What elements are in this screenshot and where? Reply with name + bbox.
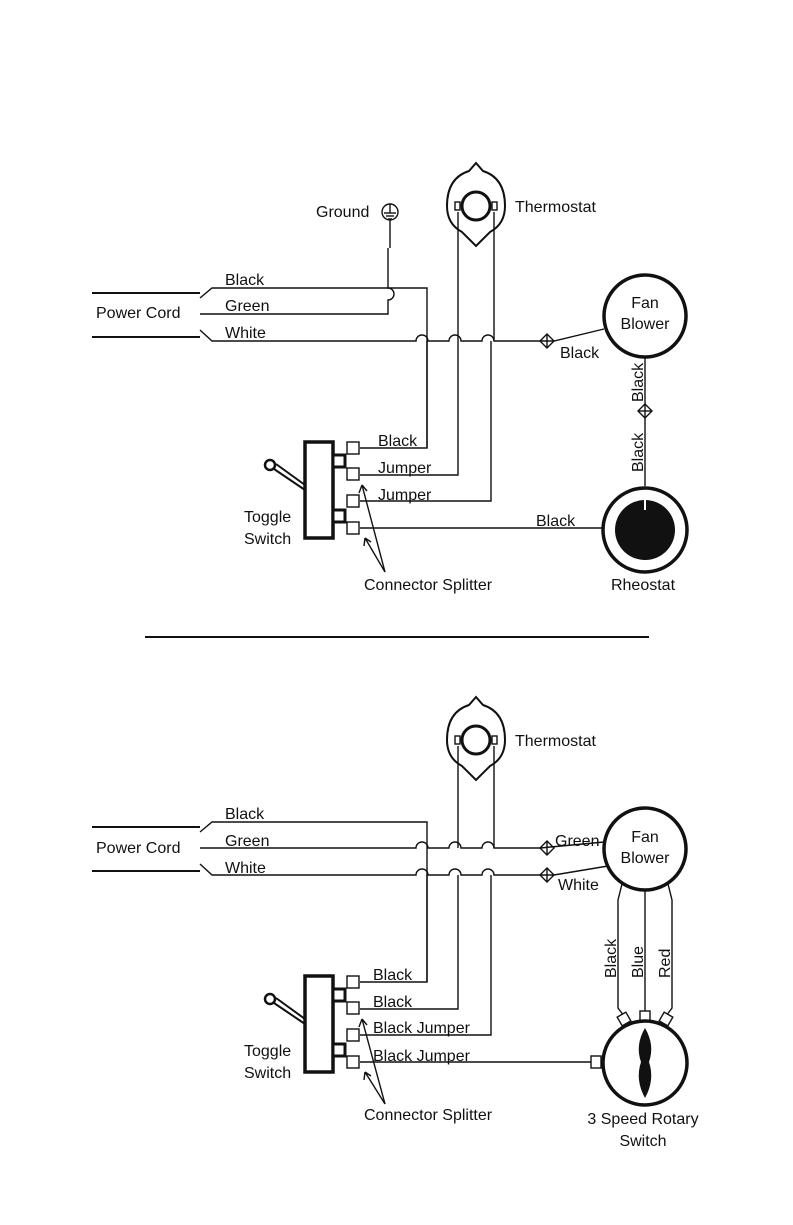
switch-wire2-label: Black: [373, 994, 413, 1011]
fan-label-line2: Blower: [621, 850, 671, 867]
rotary-label-line2: Switch: [619, 1133, 666, 1150]
toggle-switch-1: Toggle Switch Black Jumper Jumper Connec…: [244, 433, 493, 594]
thermostat-label: Thermostat: [515, 199, 596, 216]
wire-black-label: Black: [225, 272, 265, 289]
thermostat-1: Thermostat: [445, 161, 596, 341]
fan-rheostat-wire: Black Black: [630, 357, 653, 486]
switch-wire3-label: Jumper: [378, 487, 432, 504]
fan-white-label: White: [558, 877, 599, 894]
splitter-label: Connector Splitter: [364, 1107, 493, 1124]
switch-wire4-label: Black Jumper: [373, 1048, 471, 1065]
fan-rotary-wires: Black Blue Red: [603, 883, 674, 1027]
rotary-switch: 3 Speed Rotary Switch: [360, 1019, 699, 1150]
fan-blower-2: Fan Blower Green White: [539, 806, 688, 894]
power-cord-label: Power Cord: [96, 305, 180, 322]
cord-wires-1: Black Green White: [199, 248, 540, 448]
switch-wire3-label: Black Jumper: [373, 1020, 471, 1037]
power-cord-label: Power Cord: [96, 840, 180, 857]
toggle-label-line1: Toggle: [244, 509, 291, 526]
fan-blower-1: Fan Blower Black: [539, 273, 688, 362]
rheostat-label: Rheostat: [611, 577, 676, 594]
ground-symbol: Ground: [316, 203, 399, 248]
power-cord-1: Power Cord: [92, 292, 200, 338]
ground-label: Ground: [316, 204, 369, 221]
toggle-label-line2: Switch: [244, 1065, 291, 1082]
wire-green-label: Green: [225, 298, 269, 315]
vert-black-upper-label: Black: [630, 362, 647, 402]
thermostat-label: Thermostat: [515, 733, 596, 750]
fan-label-line2: Blower: [621, 316, 671, 333]
wire-green-label: Green: [225, 833, 269, 850]
rotary-blue-label: Blue: [630, 946, 647, 978]
diagram-1: Power Cord Black Green White Ground: [92, 161, 689, 594]
wire-white-label: White: [225, 325, 266, 342]
toggle-switch-2: Toggle Switch Black Black Black Jumper B…: [244, 967, 493, 1124]
thermostat-2: Thermostat: [445, 695, 596, 848]
wire-black-label: Black: [225, 806, 265, 823]
wire-white-label: White: [225, 860, 266, 877]
fan-green-label: Green: [555, 833, 599, 850]
diagram-2: Power Cord Black Green White Thermostat …: [92, 695, 699, 1150]
switch-wire1-label: Black: [373, 967, 413, 984]
fan-label-line1: Fan: [631, 829, 659, 846]
splitter-label: Connector Splitter: [364, 577, 493, 594]
switch-wire2-label: Jumper: [378, 460, 432, 477]
rotary-red-label: Red: [657, 949, 674, 978]
switch-wire1-label: Black: [378, 433, 418, 450]
rheostat-wire-label: Black: [536, 513, 576, 530]
fan-wire-label: Black: [560, 345, 600, 362]
fan-label-line1: Fan: [631, 295, 659, 312]
rotary-black-label: Black: [603, 938, 620, 978]
rotary-label-line1: 3 Speed Rotary: [587, 1111, 698, 1128]
toggle-label-line2: Switch: [244, 531, 291, 548]
power-cord-2: Power Cord: [92, 826, 200, 872]
rheostat-1: Rheostat Black: [360, 486, 689, 594]
vert-black-lower-label: Black: [630, 432, 647, 472]
toggle-label-line1: Toggle: [244, 1043, 291, 1060]
cord-wires-2: Black Green White: [199, 806, 540, 982]
